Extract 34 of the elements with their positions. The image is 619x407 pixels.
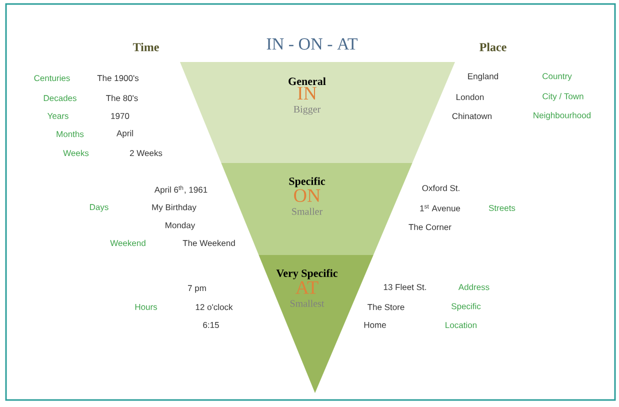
category-label: Weekend [110,240,146,246]
category-label: Specific [452,303,481,311]
category-label: Address [458,284,490,290]
example-text: April [116,130,133,138]
example-text: 1970 [111,113,130,119]
column-heading: Place [480,42,506,52]
category-label: Location [446,322,476,328]
example-text: 12 o'clock [196,304,233,310]
category-label: Days [90,204,108,212]
category-label: Neighbourhood [534,112,590,120]
example-text: Monday [166,222,196,230]
example-text: Chinatown [452,112,492,120]
example-text: 1$^{st}$ Avenue [420,204,460,212]
category-label: Weeks [63,150,89,156]
category-label: Months [56,130,84,138]
example-text: The 80's [106,94,138,102]
example-text: 2 Weeks [130,150,162,156]
example-text: April 6$^{th}$, 1961 [154,186,208,194]
example-text: 7 pm [188,285,206,293]
category-label: Streets [488,204,516,211]
category-label: City / Town [542,93,584,101]
example-text: 6:15 [203,322,219,328]
category-label: Decades [44,94,76,102]
example-text: Oxford St. [422,184,460,192]
category-label: Hours [135,304,158,310]
example-text: The 1900's [97,74,139,82]
example-text: England [468,73,498,81]
category-label: Centuries [34,74,70,82]
title: IN - ON - AT [266,38,358,50]
category-label: Country [542,73,572,81]
example-text: 13 Fleet St. [384,284,426,290]
column-heading: Time [132,42,159,52]
category-label: Years [47,113,68,119]
example-text: My Birthday [152,204,196,212]
